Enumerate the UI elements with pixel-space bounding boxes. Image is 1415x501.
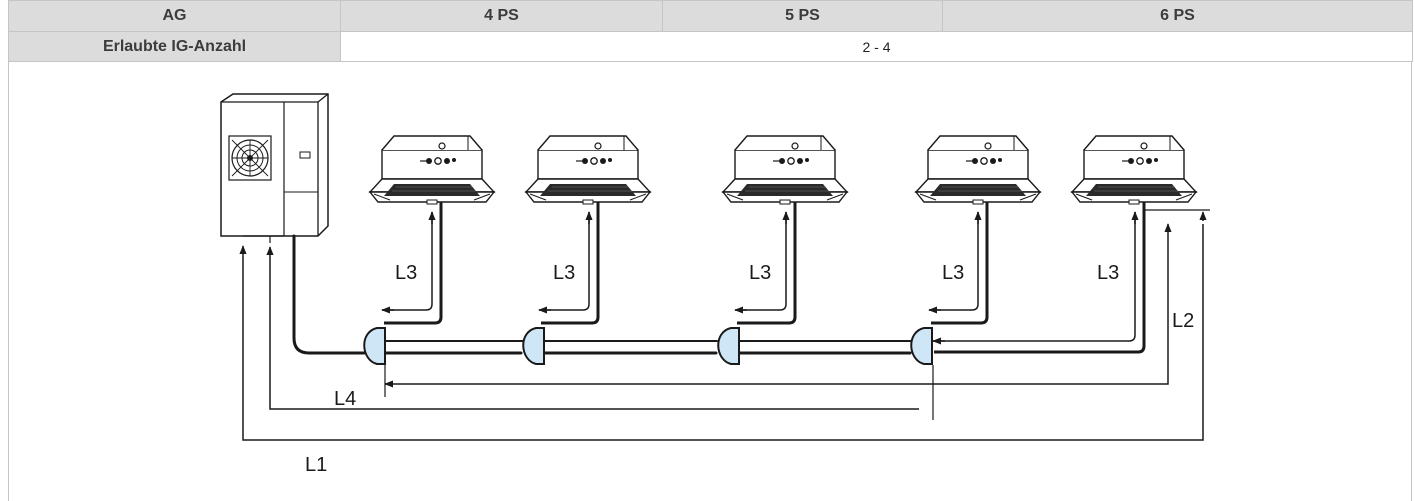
cassette-unit-icon (915, 135, 1041, 205)
branch-arrows (381, 211, 1139, 345)
branch-pipes (382, 202, 1146, 354)
cassette-unit-icon (369, 135, 495, 205)
branch-joint-icon (522, 327, 545, 365)
l3-label: L3 (1097, 262, 1119, 284)
l3-label: L3 (942, 262, 964, 284)
l3-label: L3 (553, 262, 575, 284)
main-pipe (292, 234, 913, 355)
header-6ps: 6 PS (942, 0, 1413, 32)
header-row: AG 4 PS 5 PS 6 PS (8, 0, 1413, 32)
ig-count-value: 2 - 4 (340, 31, 1413, 62)
branch-joint-icon (910, 327, 933, 365)
cassette-unit-icon (722, 135, 848, 205)
spec-table: AG 4 PS 5 PS 6 PS Erlaubte IG-Anzahl 2 -… (8, 0, 1413, 62)
l2-label: L2 (1172, 310, 1194, 332)
ig-count-row: Erlaubte IG-Anzahl 2 - 4 (8, 31, 1413, 62)
l3-label: L3 (395, 262, 417, 284)
l4-label: L4 (334, 388, 356, 410)
cassette-unit-icon (525, 135, 651, 205)
header-5ps: 5 PS (662, 0, 943, 32)
diagram-frame (8, 0, 1412, 501)
dimension-lines (239, 209, 1210, 441)
ig-count-label: Erlaubte IG-Anzahl (8, 31, 341, 62)
l3-label: L3 (749, 262, 771, 284)
branch-joint-icon (717, 327, 740, 365)
outdoor-unit-icon (220, 93, 329, 237)
cassette-unit-icon (1071, 135, 1197, 205)
l1-label: L1 (305, 454, 327, 476)
branch-joint-icon (363, 327, 386, 365)
